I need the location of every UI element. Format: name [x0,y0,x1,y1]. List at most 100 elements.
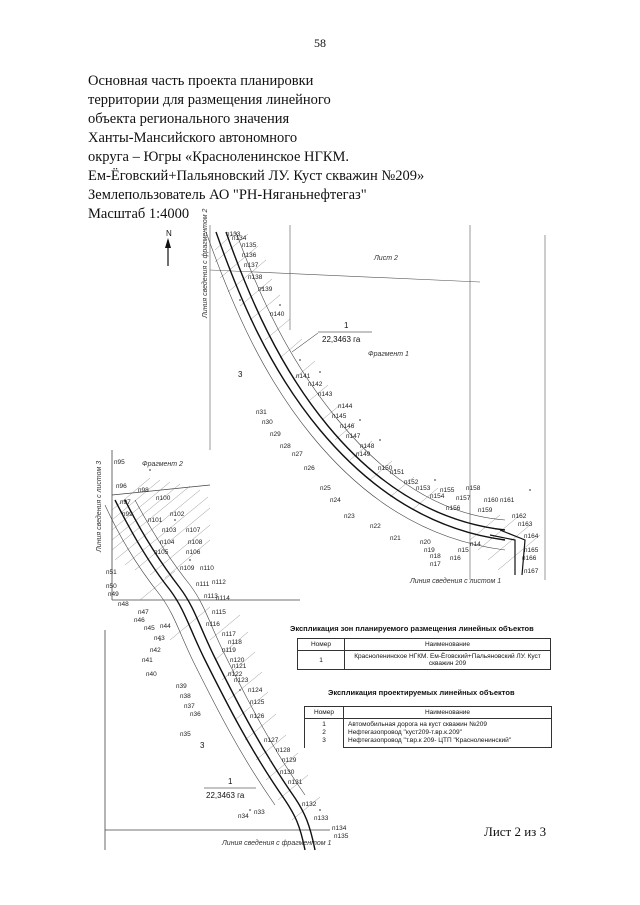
sheet-tag: Лист 2 [373,255,398,262]
svg-text:п15: п15 [458,547,469,554]
fragment-label: Фрагмент 1 [368,351,409,358]
svg-text:п38: п38 [180,693,191,700]
svg-text:п27: п27 [292,451,303,458]
svg-text:п113: п113 [204,593,218,600]
svg-text:п18: п18 [430,553,441,560]
svg-text:п48: п48 [118,601,129,608]
legend-row-number: 2 [322,729,326,737]
svg-text:п164: п164 [524,533,539,540]
fragment-boundary [104,450,330,850]
svg-text:п109: п109 [180,565,195,572]
svg-text:п116: п116 [206,621,220,628]
svg-text:п31: п31 [256,409,267,416]
svg-text:п122: п122 [228,671,243,678]
title-line: Землепользователь АО "РН-Няганьнефтегаз" [88,187,367,203]
svg-text:п152: п152 [404,479,419,486]
svg-text:1: 1 [344,321,349,330]
object-label-3: 3 [238,370,243,379]
svg-text:п96: п96 [116,483,127,490]
fragment-label: Фрагмент 2 [142,461,183,468]
legend-row-number: 3 [322,737,326,745]
legend-row-name: Нефтегазопровод "т.вр.к 209- ЦТП "Красно… [348,737,512,744]
upper-map-frame [209,225,546,580]
svg-text:п138: п138 [248,274,263,281]
junction-label: Линия сведения с листом 1 [409,577,501,585]
object-label-3: 3 [200,741,205,750]
title-line: Ем-Ёговский+Пальяновский ЛУ. Куст скважи… [88,168,425,184]
corridor-lower [104,499,316,851]
document-title: Основная часть проекта планировки террит… [88,72,508,224]
svg-text:п128: п128 [276,747,291,754]
svg-text:п135: п135 [242,242,257,249]
svg-text:п39: п39 [176,683,187,690]
svg-text:п141: п141 [296,373,311,380]
svg-text:п35: п35 [180,731,191,738]
svg-text:п33: п33 [254,809,265,816]
svg-text:п123: п123 [234,677,249,684]
svg-text:п47: п47 [138,609,149,616]
page-number: 58 [314,36,326,50]
svg-text:п110: п110 [200,565,214,572]
zone-label-top: 1 22,3463 га [291,321,372,353]
svg-text:п137: п137 [244,262,259,269]
svg-text:п132: п132 [302,801,317,808]
svg-text:п22: п22 [370,523,381,530]
legend-row-name: Нефтегазопровод "куст209-т.вр.к.209" [348,729,462,736]
svg-text:п157: п157 [456,495,471,502]
svg-text:п127: п127 [264,737,279,744]
svg-text:п41: п41 [142,657,153,664]
svg-text:п129: п129 [282,757,297,764]
svg-text:п166: п166 [522,555,537,562]
svg-text:п126: п126 [250,713,265,720]
sheet-label: Лист 2 из 3 [484,824,547,839]
point-labels-lower: п95 п96 п97 п98 п99 п100 п101 п102 п103 … [106,459,349,840]
svg-text:п51: п51 [106,569,117,576]
svg-text:п143: п143 [318,391,333,398]
svg-text:п43: п43 [154,635,165,642]
zone-label-bottom: 1 22,3463 га [204,777,256,800]
svg-text:п154: п154 [430,493,445,500]
svg-text:п158: п158 [466,485,481,492]
svg-text:п118: п118 [228,639,242,646]
svg-text:п117: п117 [222,631,236,638]
svg-text:п17: п17 [430,561,441,568]
svg-text:п30: п30 [262,419,273,426]
svg-text:п119: п119 [222,647,236,654]
svg-text:п44: п44 [160,623,171,630]
svg-text:п45: п45 [144,625,155,632]
svg-text:п145: п145 [332,413,347,420]
legend-zones-table: Номер Наименование 1 Красноленинское НГК… [297,638,551,670]
legend-objects-title: Экспликация проектируемых линейных объек… [328,688,515,697]
svg-text:п50: п50 [106,583,117,590]
svg-text:п144: п144 [338,403,353,410]
svg-text:п160: п160 [484,497,499,504]
svg-text:п19: п19 [424,547,435,554]
svg-text:п153: п153 [416,485,431,492]
svg-text:22,3463 га: 22,3463 га [322,335,361,344]
legend-row-names: Автомобильная дорога на куст скважин №20… [343,718,552,748]
svg-text:22,3463 га: 22,3463 га [206,791,245,800]
svg-text:п24: п24 [330,497,341,504]
svg-text:1: 1 [228,777,233,786]
svg-text:п112: п112 [212,579,226,586]
svg-text:п120: п120 [230,657,245,664]
svg-text:п151: п151 [390,469,405,476]
svg-text:п134: п134 [232,235,247,242]
svg-text:п20: п20 [420,539,431,546]
svg-text:п23: п23 [344,513,355,520]
hatched-zone [111,231,541,821]
svg-text:п25: п25 [320,485,331,492]
junction-label: Линия сведения с фрагментом 2 [201,208,209,319]
svg-text:п14: п14 [470,541,481,548]
svg-text:п155: п155 [440,487,455,494]
svg-text:п26: п26 [304,465,315,472]
svg-text:п125: п125 [250,699,265,706]
svg-text:п104: п104 [160,539,175,546]
svg-text:п108: п108 [188,539,203,546]
legend-row-numbers: 1 2 3 [304,718,344,748]
svg-text:п115: п115 [212,609,226,616]
north-arrow: N [165,229,172,266]
svg-text:п163: п163 [518,521,533,528]
svg-text:п133: п133 [226,231,241,238]
